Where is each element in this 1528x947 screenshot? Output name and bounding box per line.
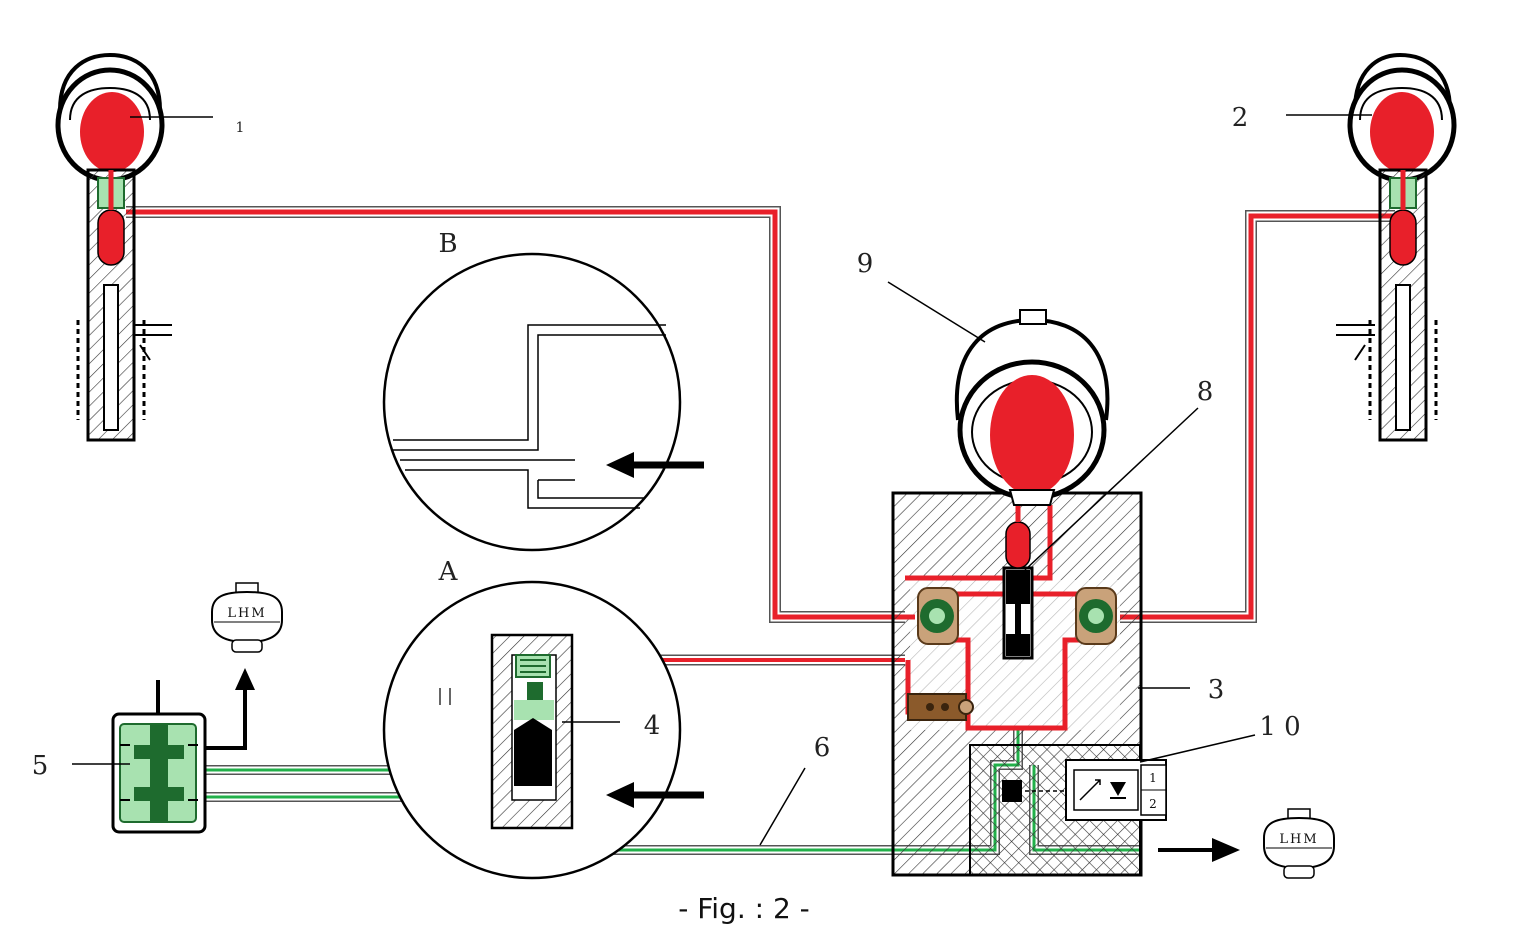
label-10: 1 0	[1259, 712, 1300, 742]
lhm-reservoir-left: LHM	[211, 582, 283, 653]
component-5	[72, 668, 255, 834]
label-3: 3	[1208, 675, 1225, 705]
figure-caption: - Fig. : 2 -	[678, 892, 810, 925]
label-8: 8	[1197, 377, 1214, 407]
label-detail-b: B	[438, 229, 457, 259]
leader-lines	[759, 281, 1199, 846]
lhm-reservoir-right: LHM	[1158, 808, 1335, 879]
solenoid-valve-10: 1 2	[1065, 734, 1256, 821]
lhm-label-right: LHM	[1279, 832, 1318, 847]
label-2: 2	[1232, 103, 1249, 133]
label-detail-a: A	[438, 557, 459, 587]
lhm-label-left: LHM	[227, 606, 266, 621]
suspension-cylinder-1	[55, 52, 213, 442]
label-5: 5	[32, 751, 49, 781]
suspension-cylinder-2	[1286, 52, 1457, 442]
label-1: 1	[236, 120, 245, 136]
solenoid-terminal-1: 1	[1149, 771, 1157, 785]
main-block-3	[891, 491, 1143, 877]
label-9: 9	[857, 249, 874, 279]
label-6: 6	[814, 733, 831, 763]
accumulator-9	[954, 309, 1110, 506]
detail-circle-b	[382, 252, 704, 552]
pressure-lines	[126, 206, 1395, 666]
callout-labels: 1 2 3 4 5 6 8 9 1 0 A B	[32, 103, 1301, 781]
detail-circle-a	[382, 580, 704, 880]
solenoid-terminal-2: 2	[1149, 797, 1157, 811]
label-4: 4	[644, 711, 661, 741]
